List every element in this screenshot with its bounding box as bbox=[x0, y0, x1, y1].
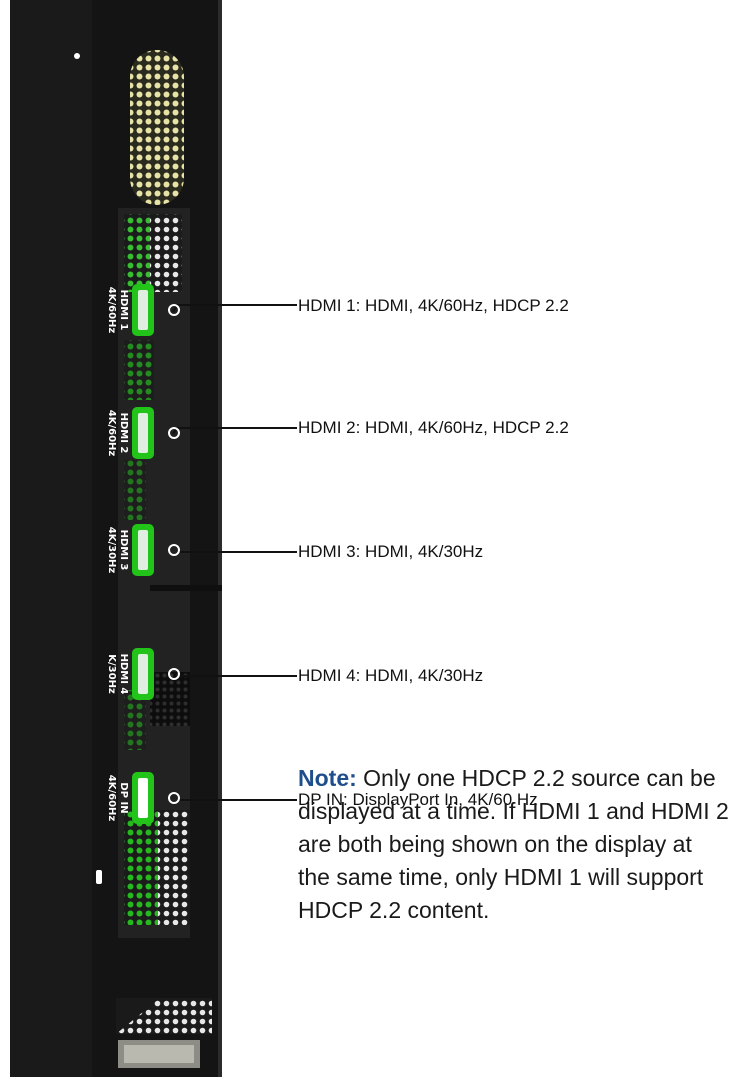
callout-hdmi-3: HDMI 3: HDMI, 4K/30Hz bbox=[298, 542, 484, 561]
port-screw bbox=[168, 792, 180, 804]
note-text: Only one HDCP 2.2 source can be displaye… bbox=[298, 765, 729, 923]
callout-hdmi-4: HDMI 4: HDMI, 4K/30Hz bbox=[298, 666, 484, 685]
port-hdmi-3: HDMI 34K/30Hz bbox=[106, 524, 180, 576]
port-slot bbox=[138, 413, 148, 453]
chassis-highlight bbox=[218, 0, 222, 1077]
port-label-line1: DP IN bbox=[118, 782, 129, 813]
dark-vent bbox=[150, 672, 190, 726]
port-label-line1: HDMI 4 bbox=[118, 654, 129, 695]
port-label-line2: K/30Hz bbox=[106, 654, 117, 694]
port-screw bbox=[168, 427, 180, 439]
port-slot bbox=[138, 290, 148, 330]
screw-hole bbox=[74, 53, 80, 59]
port-hdmi-2: HDMI 24K/60Hz bbox=[106, 407, 180, 459]
port-label-line1: HDMI 1 bbox=[118, 290, 129, 331]
port-label-line2: 4K/60Hz bbox=[106, 410, 117, 457]
top-vent bbox=[130, 50, 184, 205]
module-divider bbox=[150, 585, 222, 591]
callout-dp-in: DP IN: DisplayPort In, 4K/60 Hz bbox=[298, 790, 538, 809]
port-screw bbox=[168, 668, 180, 680]
port-label-line2: 4K/60Hz bbox=[106, 775, 117, 822]
bottom-vent-cut bbox=[116, 998, 160, 1034]
port-label-line1: HDMI 2 bbox=[118, 413, 129, 454]
module-vent-mid2 bbox=[124, 460, 146, 520]
note-prefix: Note: bbox=[298, 765, 357, 791]
callout-hdmi-1: HDMI 1: HDMI, 4K/60Hz, HDCP 2.2 bbox=[298, 296, 569, 315]
port-slot bbox=[138, 778, 148, 818]
module-vent-mid1 bbox=[124, 340, 154, 400]
port-label-line2: 4K/60Hz bbox=[106, 287, 117, 334]
port-screw bbox=[168, 304, 180, 316]
port-hdmi-4: HDMI 4K/30Hz bbox=[106, 648, 180, 700]
module-vent-low bbox=[124, 690, 146, 750]
callout-hdmi-2: HDMI 2: HDMI, 4K/60Hz, HDCP 2.2 bbox=[298, 418, 569, 437]
port-hdmi-1: HDMI 14K/60Hz bbox=[106, 284, 180, 336]
port-screw bbox=[168, 544, 180, 556]
port-slot bbox=[138, 654, 148, 694]
hdcp-note: Note: Only one HDCP 2.2 source can be di… bbox=[298, 762, 729, 927]
latch-tab bbox=[96, 870, 102, 884]
port-label-line1: HDMI 3 bbox=[118, 530, 129, 571]
port-slot bbox=[138, 530, 148, 570]
port-label-line2: 4K/30Hz bbox=[106, 527, 117, 574]
